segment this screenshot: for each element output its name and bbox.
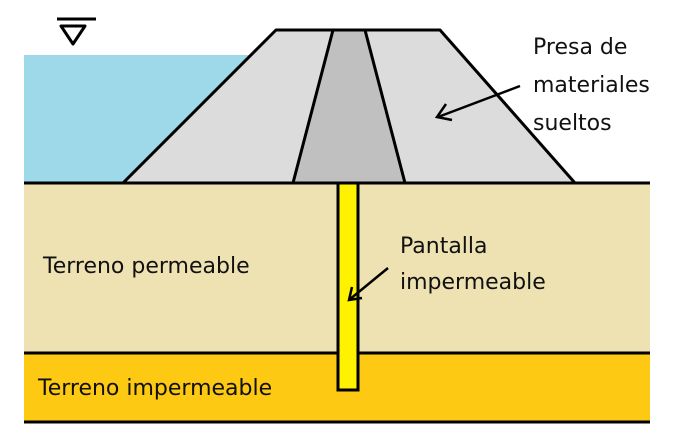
water-level-triangle-icon	[57, 17, 96, 46]
dam-label-line1: Presa de	[533, 35, 628, 60]
dam-label-line3: sueltos	[533, 111, 612, 136]
permeable-soil-label: Terreno permeable	[43, 254, 250, 279]
dam-label-line2: materiales	[533, 73, 650, 98]
wall-label-line2: impermeable	[400, 270, 546, 295]
wall-label: Pantalla impermeable	[400, 232, 546, 298]
cutoff-wall	[336, 181, 360, 392]
wall-arrow-icon	[347, 267, 389, 302]
dam-arrow-icon	[434, 84, 521, 122]
impermeable-soil-label: Terreno impermeable	[38, 376, 273, 401]
wall-label-line1: Pantalla	[400, 234, 488, 259]
dam-label: Presa de materiales sueltos	[533, 33, 650, 139]
